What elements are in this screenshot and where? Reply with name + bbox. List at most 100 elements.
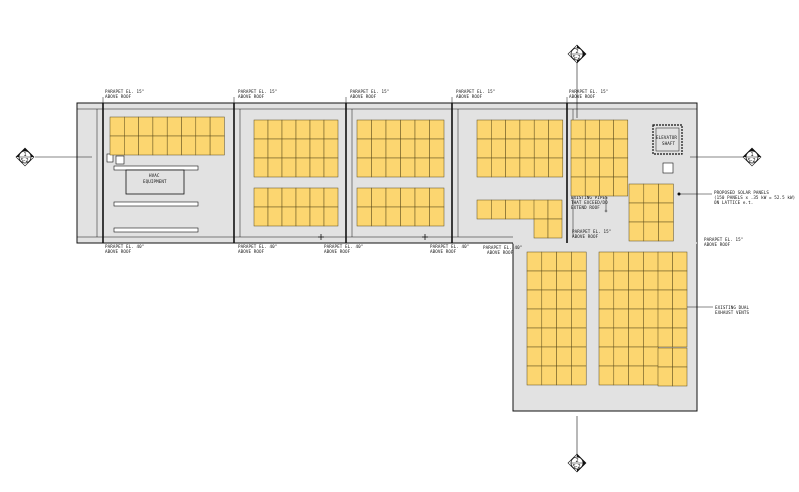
solar-panel: [533, 199, 549, 220]
solar-panel: [295, 187, 311, 208]
solar-panel: [526, 346, 543, 367]
solar-panel: [476, 119, 492, 140]
existing-pipes-note: EXISTING PIPES THAT EXCEED/DO EXTEND ROO…: [571, 193, 608, 213]
solar-panel: [414, 206, 430, 227]
solar-panel: [526, 270, 543, 291]
solar-panel: [598, 308, 615, 329]
solar-panel: [526, 308, 543, 329]
svg-text:EXISTING PIPES: EXISTING PIPES: [571, 195, 608, 200]
solar-panel: [672, 270, 688, 291]
solar-panel: [628, 346, 644, 367]
solar-panel: [643, 346, 659, 367]
solar-panel: [598, 365, 615, 386]
solar-panel: [138, 116, 154, 137]
solar-panel: [547, 218, 563, 239]
solar-panel: [570, 119, 586, 140]
svg-text:PARAPET EL. 15": PARAPET EL. 15": [350, 89, 389, 94]
solar-panel: [356, 119, 372, 140]
svg-text:2: 2: [576, 49, 579, 55]
solar-panel: [371, 187, 387, 208]
svg-text:S-2: S-2: [573, 55, 581, 61]
solar-panel: [253, 206, 269, 227]
svg-text:ABOVE ROOF: ABOVE ROOF: [572, 234, 599, 239]
solar-panel: [323, 206, 339, 227]
solar-panel: [628, 308, 644, 329]
solar-panel: [584, 138, 600, 159]
svg-text:PARAPET EL. 15": PARAPET EL. 15": [704, 237, 743, 242]
solar-panel: [152, 116, 168, 137]
solar-panel: [109, 135, 125, 156]
svg-text:SHAFT: SHAFT: [662, 141, 675, 146]
solar-panel: [309, 138, 325, 159]
svg-text:ABOVE ROOF: ABOVE ROOF: [324, 249, 351, 254]
solar-panel: [570, 176, 586, 197]
solar-panel: [267, 206, 283, 227]
solar-panel: [323, 138, 339, 159]
solar-panel: [571, 289, 587, 310]
solar-panel: [253, 157, 269, 178]
solar-panel: [599, 176, 614, 197]
solar-panel: [209, 135, 225, 156]
solar-panel: [295, 138, 311, 159]
elevator-shaft: ELEVATOR SHAFT: [652, 124, 683, 174]
solar-panel: [195, 116, 211, 137]
solar-panel: [400, 138, 416, 159]
solar-panel: [371, 138, 387, 159]
svg-text:ABOVE ROOF: ABOVE ROOF: [238, 94, 265, 99]
solar-panel: [584, 176, 600, 197]
svg-text:S-2: S-2: [21, 158, 29, 164]
solar-panel: [657, 251, 673, 272]
solar-panel: [400, 119, 416, 140]
svg-text:1: 1: [24, 152, 27, 158]
solar-panel: [385, 119, 401, 140]
solar-panel: [295, 119, 311, 140]
solar-panel: [429, 157, 445, 178]
solar-panel: [548, 157, 564, 178]
solar-panel: [556, 289, 572, 310]
solar-panel: [519, 138, 535, 159]
solar-panel: [643, 308, 659, 329]
solar-panel: [356, 157, 372, 178]
solar-panel: [295, 206, 311, 227]
solar-panel: [533, 119, 549, 140]
solar-panel: [556, 346, 572, 367]
solar-panel: [253, 138, 269, 159]
solar-panel: [628, 327, 644, 348]
svg-text:HVAC: HVAC: [149, 173, 160, 178]
solar-panel: [281, 187, 297, 208]
solar-panel: [613, 176, 629, 197]
solar-panel: [556, 327, 572, 348]
solar-panel: [526, 327, 543, 348]
solar-panel: [267, 157, 283, 178]
svg-text:ABOVE ROOF: ABOVE ROOF: [704, 242, 731, 247]
solar-panel: [541, 251, 557, 272]
solar-panel: [657, 366, 673, 387]
solar-panel: [533, 138, 549, 159]
solar-panel: [541, 346, 557, 367]
parapet-label-lower-right: PARAPET EL. 15" ABOVE ROOF: [704, 237, 743, 247]
parapet-label-bottom-1: PARAPET EL. 40" ABOVE ROOF: [105, 244, 144, 254]
solar-panel: [209, 116, 225, 137]
solar-panel: [628, 202, 645, 223]
solar-panel: [628, 251, 644, 272]
solar-panel: [556, 251, 572, 272]
solar-panel: [628, 289, 644, 310]
solar-panel: [584, 119, 600, 140]
svg-text:ABOVE ROOF: ABOVE ROOF: [238, 249, 265, 254]
svg-text:PARAPET EL. 15": PARAPET EL. 15": [105, 89, 144, 94]
solar-panel: [658, 183, 674, 204]
solar-panel: [570, 138, 586, 159]
solar-panel: [385, 157, 401, 178]
parapet-label-lower-left: PARAPET EL. 40" ABOVE ROOF: [483, 245, 522, 255]
solar-panel: [281, 206, 297, 227]
solar-panel: [295, 157, 311, 178]
solar-panel: [253, 187, 269, 208]
solar-panel: [672, 366, 688, 387]
solar-panel: [505, 138, 521, 159]
solar-panel: [599, 138, 614, 159]
solar-panel: [414, 157, 430, 178]
solar-panel: [491, 157, 506, 178]
solar-panel: [613, 308, 629, 329]
solar-panel: [166, 116, 182, 137]
solar-panel: [253, 119, 269, 140]
